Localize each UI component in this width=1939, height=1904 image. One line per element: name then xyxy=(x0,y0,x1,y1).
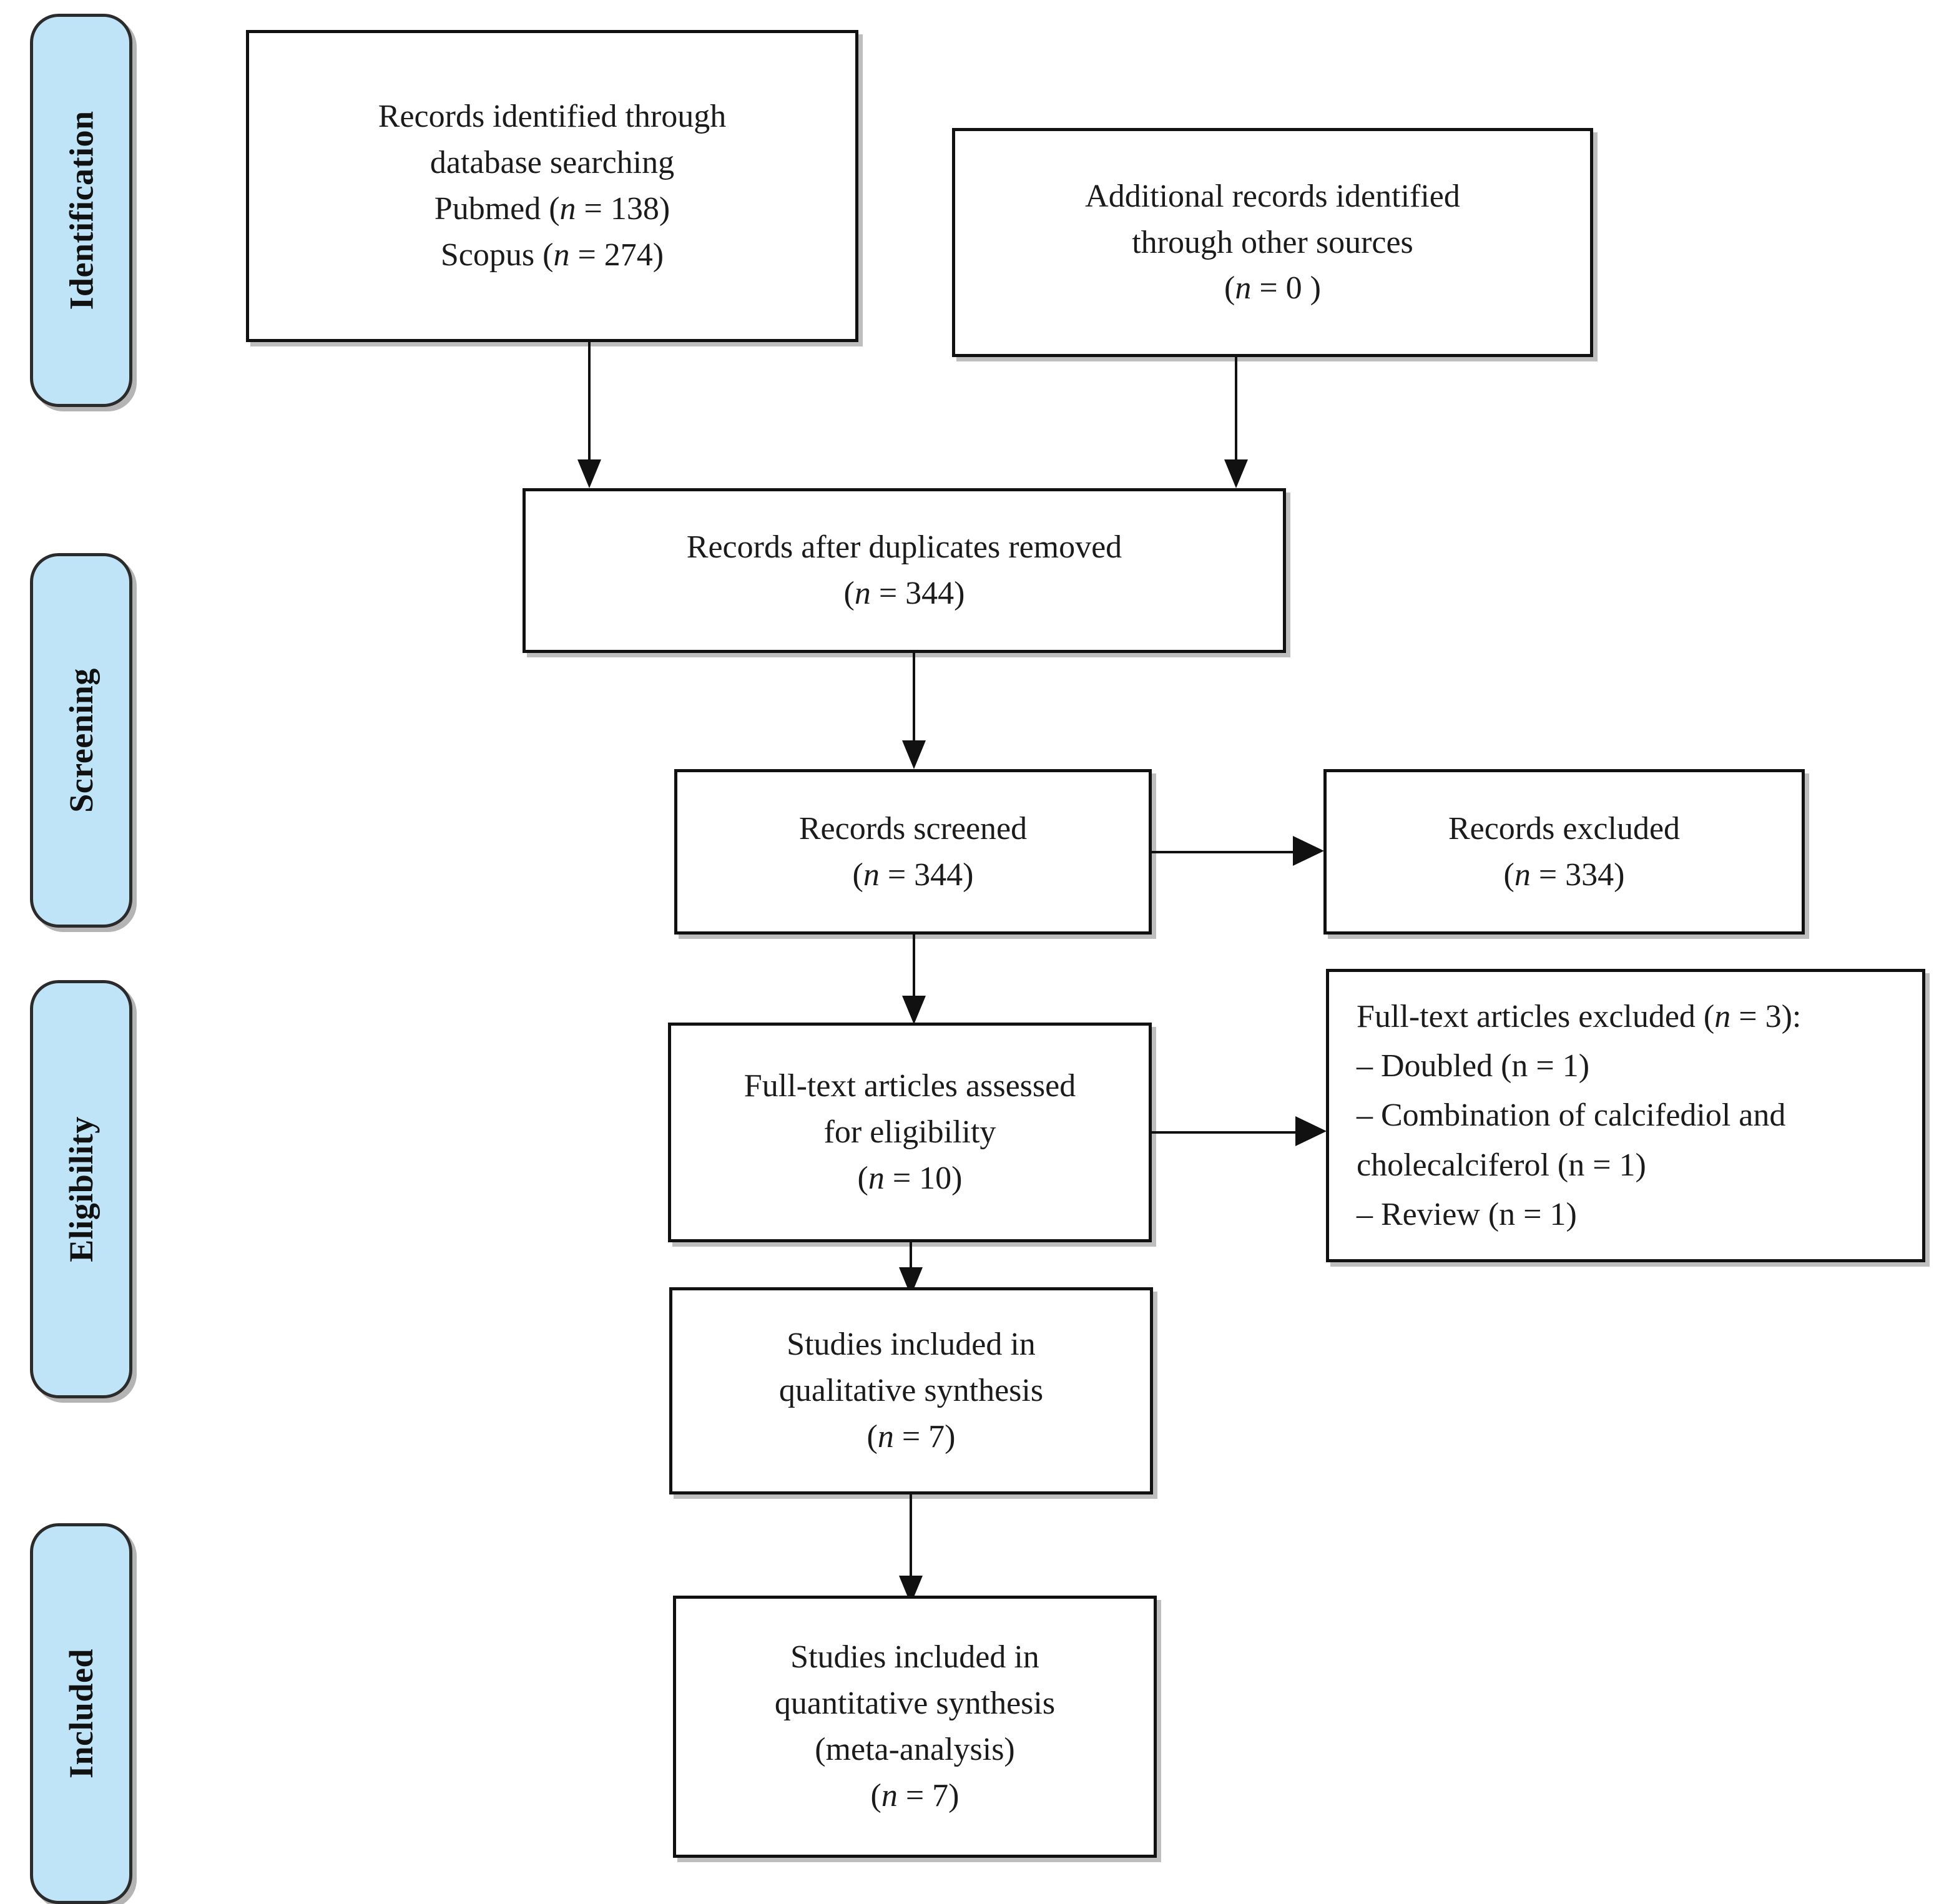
box-records-identified-text: Records identified through database sear… xyxy=(378,99,727,273)
count-screened: 344 xyxy=(914,856,963,893)
connector-duplicates-to-screened xyxy=(913,653,915,740)
box-records-identified: Records identified through database sear… xyxy=(246,30,858,342)
line-1: qualitative synthesis xyxy=(778,1373,1044,1409)
box-fulltext-assessed: Full-text articles assessed for eligibil… xyxy=(668,1023,1152,1242)
phase-pill-screening: Screening xyxy=(30,553,132,928)
line-0: Records identified through xyxy=(378,99,727,135)
connector-assessed-to-qualitative xyxy=(910,1242,912,1267)
phase-label-eligibility: Eligibility xyxy=(62,1116,100,1262)
arrow-screened-to-assessed xyxy=(902,996,926,1024)
box-qualitative-synthesis-text: Studies included in qualitative synthesi… xyxy=(778,1327,1044,1455)
arrow-additional-to-duplicates xyxy=(1224,459,1248,488)
count-qualitative: 7 xyxy=(928,1418,945,1455)
line-1: for eligibility xyxy=(823,1114,996,1151)
arrow-identified-to-duplicates xyxy=(577,459,601,488)
line-0: Records screened xyxy=(798,810,1028,846)
box-additional-records-text: Additional records identified through ot… xyxy=(1085,178,1460,307)
count-scopus: 274 xyxy=(604,237,653,273)
box-fulltext-assessed-text: Full-text articles assessed for eligibil… xyxy=(744,1068,1076,1196)
line-0: Studies included in xyxy=(787,1327,1036,1363)
box-qualitative-synthesis: Studies included in qualitative synthesi… xyxy=(669,1287,1153,1494)
box-fulltext-excluded: Full-text articles excluded (n = 3): – D… xyxy=(1326,969,1925,1262)
box-quantitative-synthesis: Studies included in quantitative synthes… xyxy=(673,1596,1157,1858)
box-fulltext-excluded-text: Full-text articles excluded (n = 3): – D… xyxy=(1357,999,1802,1232)
phase-pill-identification: Identification xyxy=(30,14,132,407)
connector-assessed-to-excluded xyxy=(1152,1131,1295,1134)
line-0: Records excluded xyxy=(1448,810,1681,846)
count-total-excluded: 3 xyxy=(1765,999,1782,1035)
count-assessed: 10 xyxy=(919,1160,952,1196)
box-additional-records: Additional records identified through ot… xyxy=(952,128,1593,357)
phase-label-identification: Identification xyxy=(62,110,101,310)
box-records-screened: Records screened (n = 344) xyxy=(674,769,1152,935)
line-0: Additional records identified xyxy=(1085,178,1460,214)
box-quantitative-synthesis-text: Studies included in quantitative synthes… xyxy=(774,1639,1056,1813)
line-review: – Review (n = 1) xyxy=(1357,1196,1577,1232)
box-after-duplicates: Records after duplicates removed (n = 34… xyxy=(523,488,1286,653)
line-1: quantitative synthesis xyxy=(774,1686,1056,1722)
line-1: through other sources xyxy=(1132,224,1413,260)
phase-label-included: Included xyxy=(62,1648,100,1779)
line-doubled: – Doubled (n = 1) xyxy=(1357,1048,1590,1084)
count-other-sources: 0 xyxy=(1285,270,1302,307)
count-pubmed: 138 xyxy=(610,191,659,227)
connector-additional-to-duplicates xyxy=(1235,357,1237,459)
line-0: Studies included in xyxy=(790,1639,1039,1676)
box-records-excluded-text: Records excluded (n = 334) xyxy=(1448,810,1681,893)
box-records-excluded: Records excluded (n = 334) xyxy=(1323,769,1805,935)
connector-screened-to-excluded xyxy=(1152,851,1293,853)
connector-screened-to-assessed xyxy=(913,935,915,996)
phase-label-screening: Screening xyxy=(62,668,100,813)
line-0: Records after duplicates removed xyxy=(686,529,1122,566)
arrow-screened-to-excluded xyxy=(1293,836,1324,866)
connector-qualitative-to-quantitative xyxy=(910,1494,912,1576)
count-after-duplicates: 344 xyxy=(905,576,955,611)
line-1: database searching xyxy=(430,145,675,181)
line-0: Full-text articles assessed xyxy=(744,1068,1076,1104)
line-2: (meta-analysis) xyxy=(815,1732,1015,1767)
box-records-screened-text: Records screened (n = 344) xyxy=(798,810,1028,893)
arrow-assessed-to-excluded xyxy=(1295,1116,1327,1146)
count-quantitative: 7 xyxy=(932,1777,949,1813)
phase-pill-eligibility: Eligibility xyxy=(30,980,132,1398)
connector-identified-to-duplicates xyxy=(588,342,591,459)
count-excluded: 334 xyxy=(1565,856,1614,893)
arrow-duplicates-to-screened xyxy=(902,740,926,769)
box-after-duplicates-text: Records after duplicates removed (n = 34… xyxy=(686,529,1122,611)
line-combination-a: – Combination of calcifediol and xyxy=(1357,1097,1786,1134)
line-combination-b: cholecalciferol (n = 1) xyxy=(1357,1147,1646,1183)
phase-pill-included: Included xyxy=(30,1523,132,1904)
